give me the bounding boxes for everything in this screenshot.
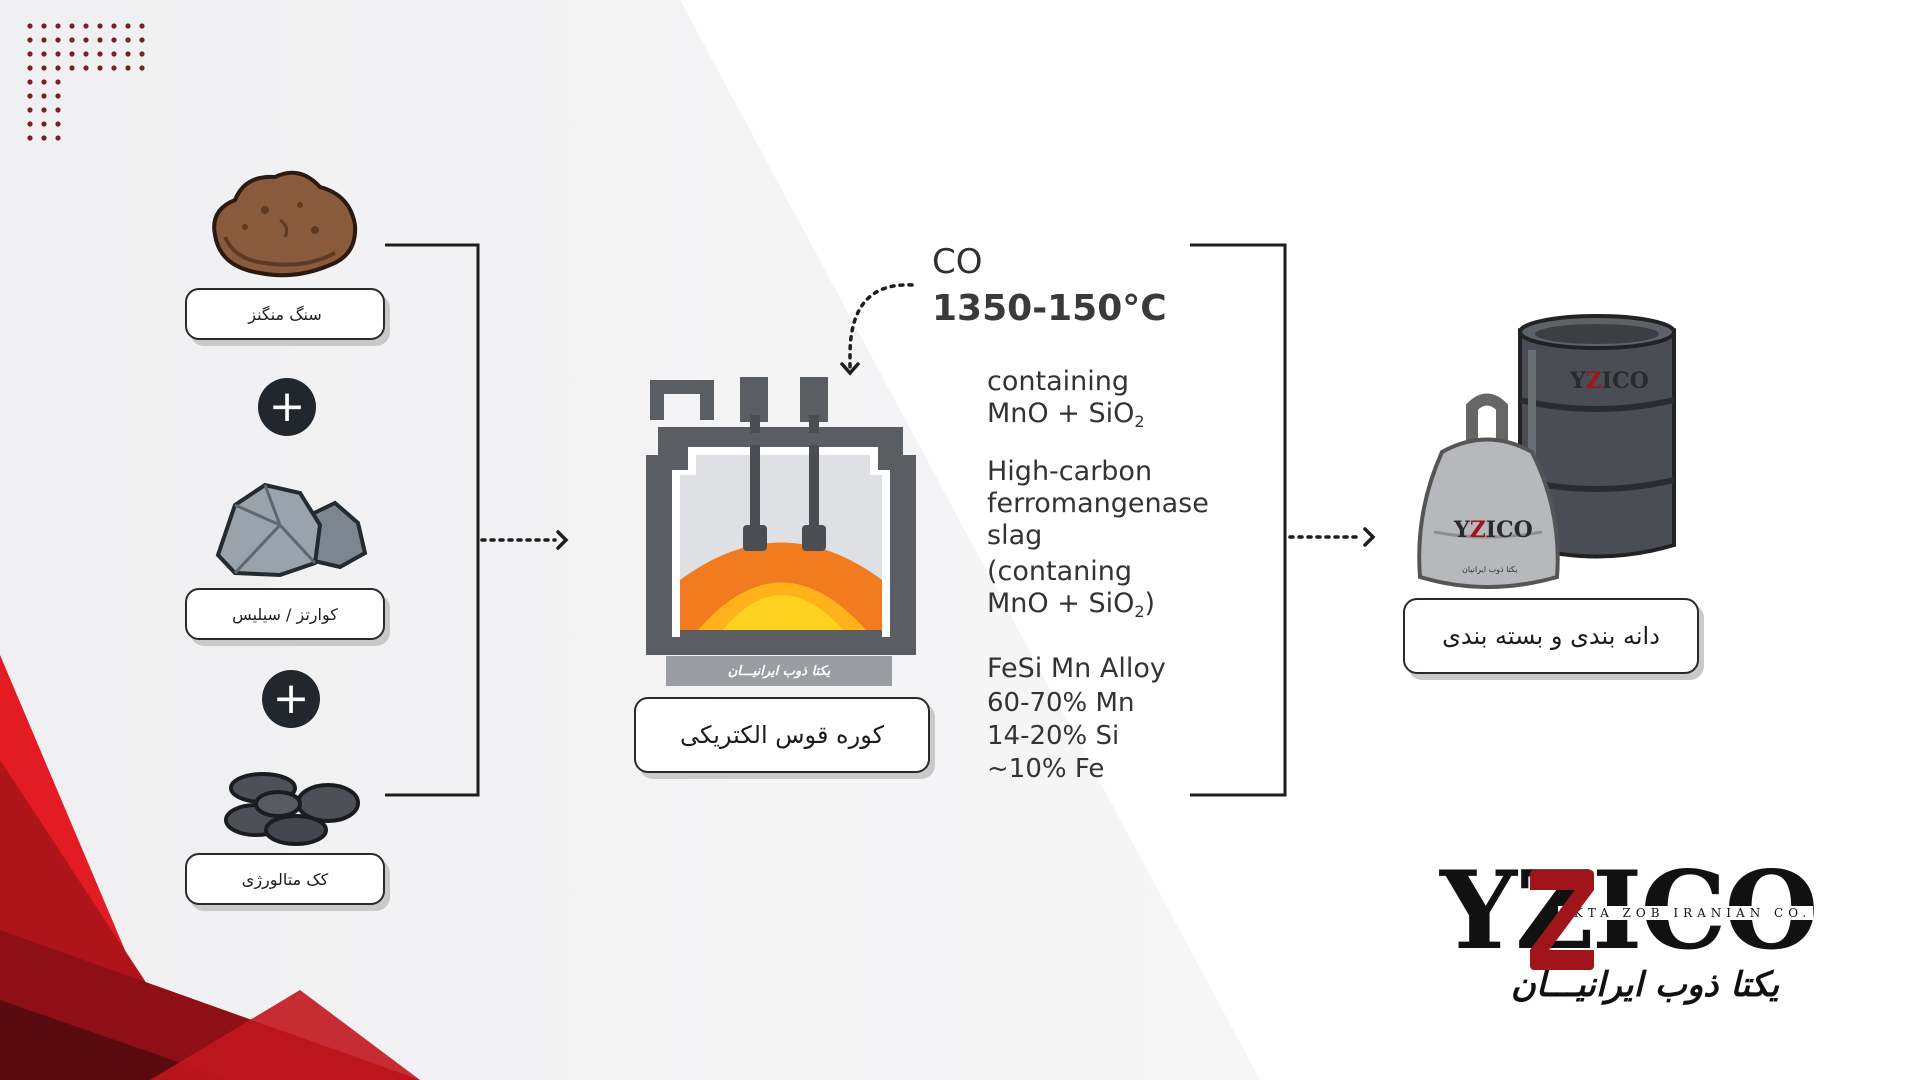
slag-line-5: slag bbox=[987, 520, 1043, 551]
svg-text:YZICO: YZICO bbox=[1453, 517, 1533, 543]
quartz-icon bbox=[215, 482, 368, 578]
connector-lines bbox=[385, 243, 1287, 797]
furnace-nameplate: یکتا ذوب ایرانیـــان bbox=[666, 656, 892, 686]
logo-subtitle: EKTA ZOB IRANIAN CO. bbox=[1558, 906, 1814, 920]
slag-line-1: containing bbox=[987, 366, 1129, 397]
quartz-silica-label: کوارتز / سیلیس bbox=[185, 588, 385, 640]
temperature-label: 1350-150°C bbox=[932, 288, 1167, 329]
company-logo: YZICO EKTA ZOB IRANIAN CO. یکتا ذوب ایرا… bbox=[1440, 856, 1860, 1015]
slag-description: containing MnO + SiO2 High-carbon ferrom… bbox=[987, 366, 1209, 628]
electric-arc-furnace-label: کوره قوس الکتریکی bbox=[634, 697, 930, 773]
slag-line-2: MnO + SiO2 bbox=[987, 398, 1145, 431]
arrow-heads bbox=[556, 362, 1376, 550]
alloy-fe: ~10% Fe bbox=[987, 754, 1105, 784]
plus-icon: + bbox=[262, 670, 320, 728]
manganese-ore-icon bbox=[212, 170, 358, 278]
gas-label: CO bbox=[932, 242, 983, 282]
slag-line-6: (contaning bbox=[987, 556, 1133, 587]
slag-line-3: High-carbon bbox=[987, 456, 1153, 487]
alloy-title: FeSi Mn Alloy bbox=[987, 653, 1166, 684]
manganese-ore-label: سنگ منگنز bbox=[185, 288, 385, 340]
arc-furnace-icon bbox=[646, 377, 916, 655]
grading-packaging-label: دانه بندی و بسته بندی bbox=[1403, 598, 1699, 674]
alloy-mn: 60-70% Mn bbox=[987, 688, 1135, 718]
logo-persian: یکتا ذوب ایرانیـــان bbox=[1510, 965, 1780, 1005]
bag-icon: YZICO یکتا ذوب ایرانیان bbox=[1417, 393, 1560, 589]
plus-icon: + bbox=[258, 378, 316, 436]
coke-icon bbox=[224, 772, 360, 846]
dotted-arrows bbox=[480, 283, 1364, 542]
dotted-corner-mark bbox=[27, 23, 145, 141]
metallurgical-coke-label: کک متالورژی bbox=[185, 853, 385, 905]
svg-text:یکتا ذوب ایرانیان: یکتا ذوب ایرانیان bbox=[1462, 565, 1518, 574]
alloy-description: FeSi Mn Alloy 60-70% Mn 14-20% Si ~10% F… bbox=[987, 652, 1166, 786]
slag-line-4: ferromangenase bbox=[987, 488, 1209, 519]
svg-text:YZICO: YZICO bbox=[1569, 368, 1649, 394]
slag-line-7: MnO + SiO2) bbox=[987, 588, 1156, 621]
red-corner-shapes bbox=[0, 655, 420, 1080]
alloy-si: 14-20% Si bbox=[987, 721, 1120, 751]
